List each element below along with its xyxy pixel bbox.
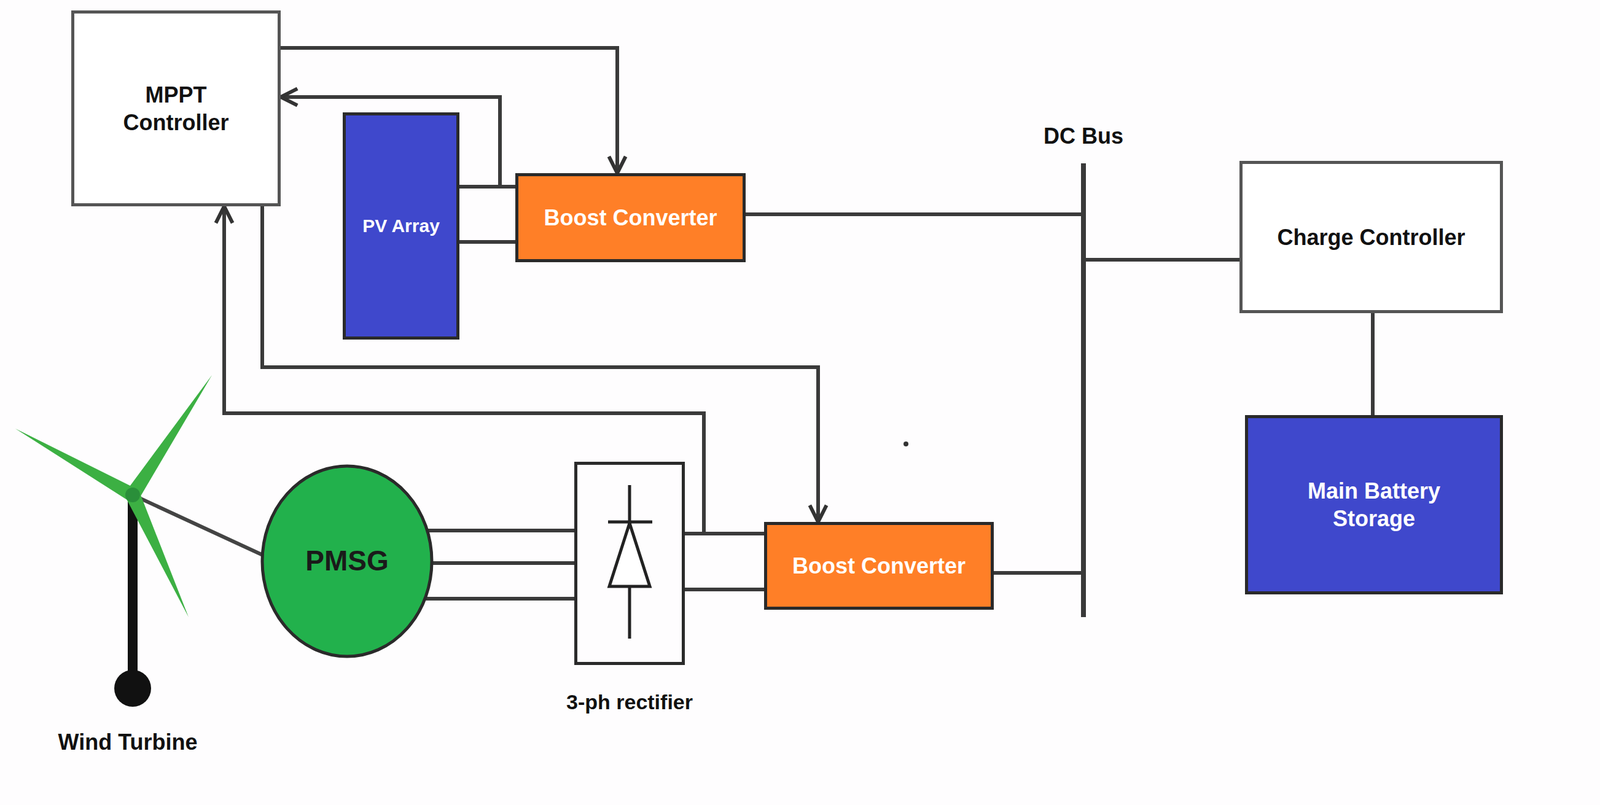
node-label: 3-ph rectifier (566, 689, 693, 716)
diode-triangle (609, 523, 650, 587)
generator-ellipse (262, 466, 432, 657)
node-label: Boost Converter (543, 203, 717, 232)
turbine-blade (15, 428, 137, 502)
pv-array-box: PV Array (342, 112, 460, 340)
node-label: PMSG (305, 543, 389, 580)
connector (1085, 257, 1240, 262)
connector (684, 587, 765, 592)
turbine-blade (125, 491, 189, 618)
controller-box: Charge Controller (1239, 160, 1503, 314)
dc-bus: DC Bus (1080, 163, 1086, 618)
node-label: Main Battery Storage (1300, 477, 1448, 533)
connector (993, 571, 1081, 575)
turbine-tower (127, 495, 138, 689)
connector (425, 597, 575, 601)
turbine-hub (125, 487, 141, 503)
turbine-label: Wind Turbine (58, 729, 198, 756)
converter-box: Boost Converter (515, 173, 746, 263)
turbine-base (114, 670, 152, 707)
connector (745, 212, 1081, 217)
rectifier-box: 3-ph rectifier (574, 461, 685, 666)
connector (459, 184, 516, 189)
node-label: DC Bus (1043, 122, 1124, 150)
connector (427, 528, 575, 533)
node-label: PV Array (362, 214, 440, 238)
connector (431, 561, 575, 566)
battery-box: Main Battery Storage (1244, 415, 1503, 595)
generator-circle: PMSG (260, 464, 434, 659)
converter-box: Boost Converter (764, 522, 994, 610)
dot (903, 441, 909, 447)
node-label: MPPT Controller (111, 81, 241, 137)
node-label: Charge Controller (1276, 223, 1465, 252)
connector (1370, 313, 1375, 416)
controller-box: MPPT Controller (71, 10, 281, 207)
node-label: Boost Converter (792, 552, 966, 580)
turbine-blade (126, 375, 212, 500)
connector (459, 240, 516, 244)
